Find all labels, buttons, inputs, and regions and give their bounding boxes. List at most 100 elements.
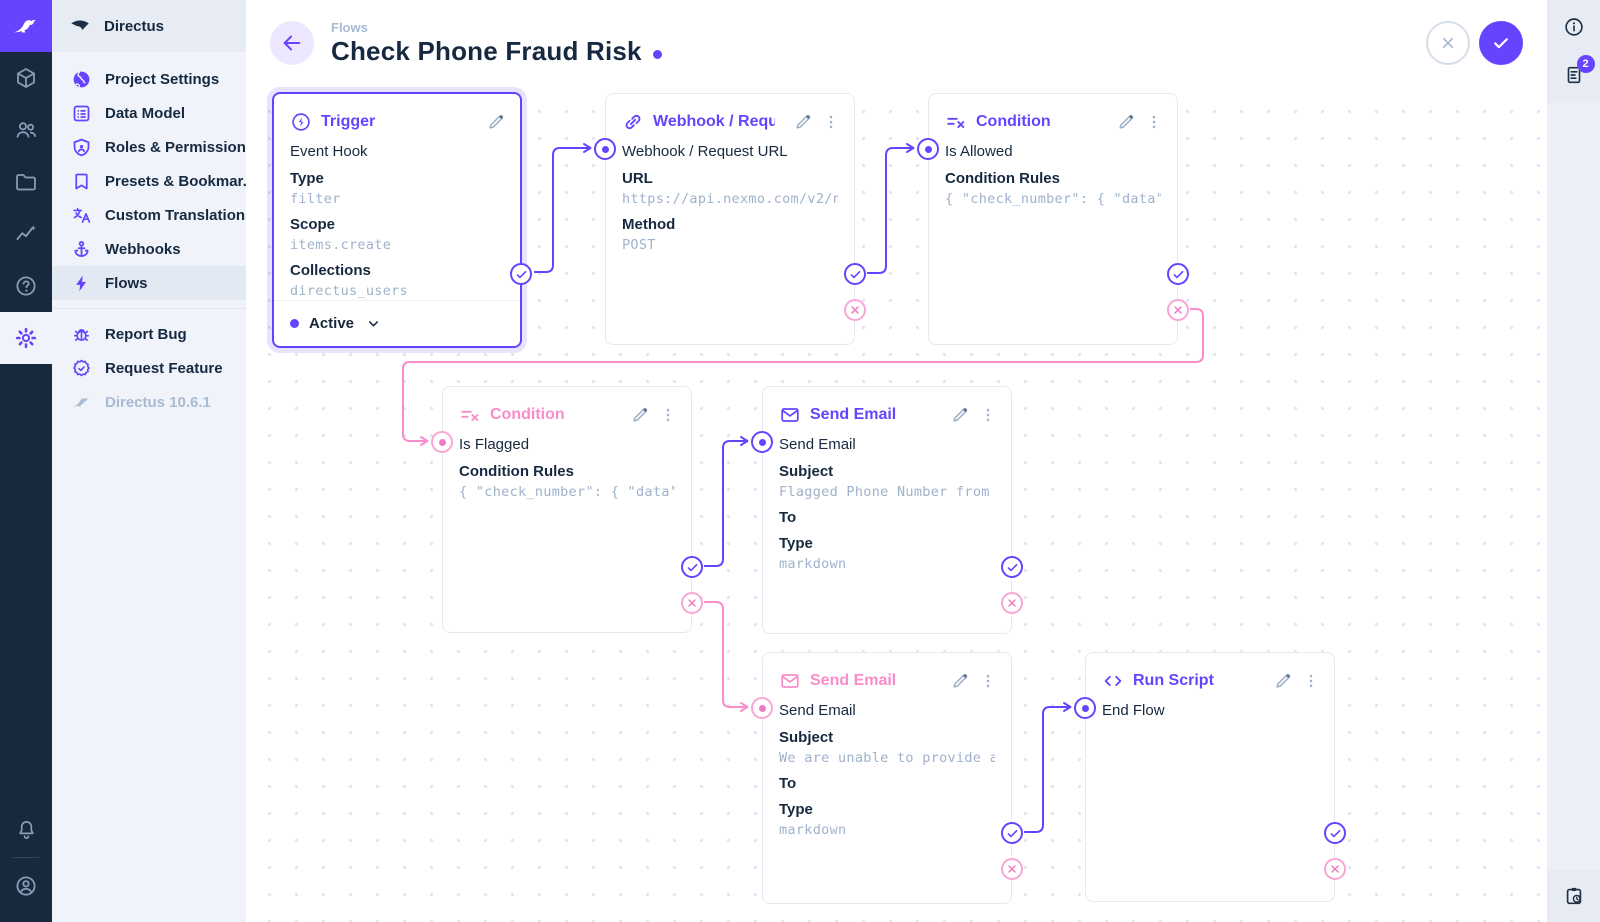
- sidebar-item-report-bug[interactable]: Report Bug: [52, 317, 246, 351]
- module-bell[interactable]: [0, 803, 52, 855]
- resolve-handle[interactable]: [1001, 556, 1023, 578]
- module-activity[interactable]: [0, 208, 52, 260]
- module-folder[interactable]: [0, 156, 52, 208]
- globe-icon: [73, 70, 90, 87]
- module-cube[interactable]: [0, 52, 52, 104]
- sidebar-item-flows[interactable]: Flows: [52, 266, 246, 300]
- edit-button[interactable]: [486, 112, 506, 132]
- notifications-button[interactable]: 2: [1552, 51, 1596, 99]
- bolt-icon: [76, 274, 87, 291]
- check-small-icon: [516, 270, 526, 278]
- anchor-icon: [74, 240, 89, 257]
- status-label: Active: [309, 315, 355, 332]
- card-title: Trigger: [321, 113, 376, 130]
- input-handle[interactable]: [594, 138, 616, 160]
- cancel-button[interactable]: [1426, 21, 1470, 65]
- sidebar-item-roles-permissions[interactable]: Roles & Permissions: [52, 130, 254, 164]
- x-small-icon: [851, 306, 859, 314]
- flow-connection-send-email-unable-run-script: [1024, 702, 1072, 833]
- sidebar-item-request-feature[interactable]: Request Feature: [52, 351, 246, 385]
- activity-icon: [16, 225, 36, 240]
- x-small-icon: [1174, 306, 1182, 314]
- notifications-count-badge: 2: [1576, 55, 1595, 73]
- input-handle[interactable]: [751, 431, 773, 453]
- card-menu-button[interactable]: [1145, 113, 1163, 131]
- resolve-handle[interactable]: [681, 556, 703, 578]
- sidebar-item-project-settings[interactable]: Project Settings: [52, 62, 246, 96]
- notifications-journal-icon: [1567, 66, 1580, 84]
- condition-icon: [947, 117, 965, 128]
- card-field: Condition Rules{ "check_number": { "data…: [929, 170, 1177, 207]
- shield-person-icon: [73, 138, 90, 156]
- clipboard-clock-icon: [1566, 887, 1581, 905]
- resolve-handle[interactable]: [844, 263, 866, 285]
- page-title: Check Phone Fraud Risk: [331, 35, 642, 66]
- card-menu-button[interactable]: [1302, 672, 1320, 690]
- field-value: Flagged Phone Number from …: [779, 484, 995, 500]
- sidebar-item-label: Custom Translations: [105, 206, 254, 224]
- reject-handle[interactable]: [1001, 592, 1023, 614]
- project-switcher[interactable]: Directus: [52, 0, 246, 52]
- save-button[interactable]: [1479, 21, 1523, 65]
- input-handle[interactable]: [751, 697, 773, 719]
- user-circle-icon: [16, 876, 36, 896]
- card-menu-button[interactable]: [822, 113, 840, 131]
- reject-handle[interactable]: [681, 592, 703, 614]
- flow-card-webhook[interactable]: Webhook / Request URLWebhook / Request U…: [594, 93, 866, 345]
- card-menu-button[interactable]: [659, 406, 677, 424]
- resolve-handle[interactable]: [510, 263, 532, 285]
- field-value: POST: [622, 237, 656, 253]
- card-menu-button[interactable]: [979, 406, 997, 424]
- reject-handle[interactable]: [1001, 858, 1023, 880]
- edit-button[interactable]: [1116, 112, 1136, 132]
- info-button[interactable]: [1552, 3, 1596, 51]
- operation-name: End Flow: [1102, 702, 1165, 719]
- resolve-handle[interactable]: [1167, 263, 1189, 285]
- back-button[interactable]: [270, 21, 314, 65]
- edit-button[interactable]: [793, 112, 813, 132]
- resolve-handle[interactable]: [1324, 822, 1346, 844]
- sidebar-item-presets-bookmar[interactable]: Presets & Bookmar...: [52, 164, 255, 198]
- reject-handle[interactable]: [1324, 858, 1346, 880]
- input-handle[interactable]: [431, 431, 453, 453]
- field-value: markdown: [779, 822, 847, 838]
- edit-button[interactable]: [630, 405, 650, 425]
- input-handle[interactable]: [1074, 697, 1096, 719]
- pencil-icon: [489, 114, 504, 129]
- field-value: markdown: [779, 556, 847, 572]
- project-logo-icon: [71, 20, 89, 31]
- edit-button[interactable]: [950, 405, 970, 425]
- module-users[interactable]: [0, 104, 52, 156]
- bookmark-icon: [75, 173, 88, 189]
- reject-handle[interactable]: [844, 299, 866, 321]
- directus-logo[interactable]: [0, 0, 52, 52]
- field-label: Subject: [779, 463, 834, 480]
- revisions-button[interactable]: [1552, 872, 1596, 920]
- edit-button[interactable]: [950, 671, 970, 691]
- breadcrumb[interactable]: Flows: [331, 19, 368, 35]
- sidebar-item-data-model[interactable]: Data Model: [52, 96, 246, 130]
- field-label: URL: [622, 170, 653, 187]
- trigger-status-toggle[interactable]: Active: [274, 300, 520, 346]
- card-menu-button[interactable]: [979, 672, 997, 690]
- edit-button[interactable]: [1273, 671, 1293, 691]
- operation-name: Send Email: [779, 702, 856, 719]
- module-user-circle[interactable]: [0, 860, 52, 912]
- card-title: Webhook / Request URL: [653, 113, 775, 130]
- reject-handle[interactable]: [1167, 299, 1189, 321]
- card-field: Condition Rules{ "check_number": { "data…: [443, 463, 691, 500]
- sidebar-item-webhooks[interactable]: Webhooks: [52, 232, 246, 266]
- resolve-handle[interactable]: [1001, 822, 1023, 844]
- input-handle[interactable]: [917, 138, 939, 160]
- module-help[interactable]: [0, 260, 52, 312]
- sidebar-item-custom-translations[interactable]: Custom Translations: [52, 198, 253, 232]
- module-gear[interactable]: [0, 312, 52, 364]
